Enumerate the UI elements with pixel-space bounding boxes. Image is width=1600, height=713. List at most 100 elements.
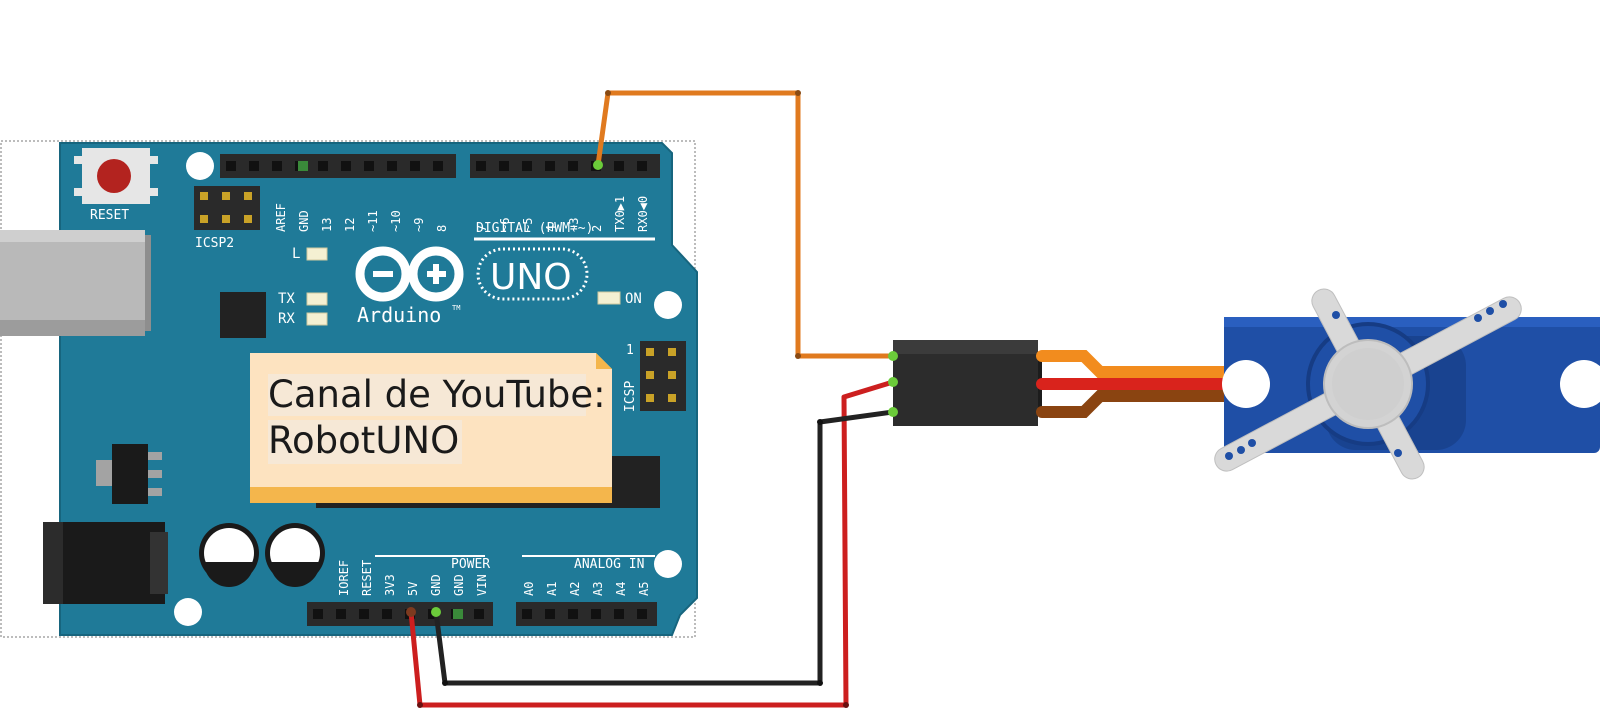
- header-socket: [614, 609, 624, 619]
- header-socket: [499, 161, 509, 171]
- pin-label: A3: [591, 582, 605, 596]
- logo-minus-plus: [373, 264, 446, 284]
- header-socket: [336, 609, 346, 619]
- led-rx: [306, 312, 328, 326]
- header-socket: [474, 609, 484, 619]
- analog-label: ANALOG IN: [574, 557, 644, 572]
- pin-label: ~9: [412, 218, 426, 232]
- capacitor: [199, 523, 259, 587]
- pin-label: 4: [544, 225, 558, 232]
- uno-badge: [476, 247, 589, 301]
- reset-button[interactable]: [74, 148, 158, 204]
- icsp2-label: ICSP2: [195, 236, 234, 251]
- pin-label: IOREF: [337, 560, 351, 596]
- pin-label: GND: [297, 210, 311, 232]
- power-analog-pin-labels: IOREF RESET 3V3 5V GND GND VIN A0 A1 A2 A3 A4 A5: [337, 560, 651, 596]
- header-socket: [568, 161, 578, 171]
- header-socket: [568, 609, 578, 619]
- power-jack: [43, 522, 168, 604]
- pin-label: 7: [475, 225, 489, 232]
- pin-label: GND: [429, 574, 443, 596]
- servo-connector: [888, 340, 1042, 426]
- pin-label: TX0▶1: [613, 196, 627, 232]
- power-label: POWER: [451, 557, 490, 572]
- power-header: [307, 602, 493, 626]
- header-socket: [614, 161, 624, 171]
- usb-connector: [0, 230, 151, 336]
- pin-label: 2: [590, 225, 604, 232]
- wire-endpoints: [406, 90, 849, 708]
- pin-label: A2: [568, 582, 582, 596]
- voltage-regulator: [96, 444, 162, 504]
- pin-label: ~11: [366, 210, 380, 232]
- pin-label: A1: [545, 582, 559, 596]
- header-socket: [364, 161, 374, 171]
- header-socket: [272, 161, 282, 171]
- led-tx: [306, 292, 328, 306]
- pin-label: ~5: [521, 218, 535, 232]
- pin-label: RX0◀0: [636, 196, 650, 232]
- icsp-header: [640, 341, 686, 411]
- trademark-label: TM: [452, 304, 460, 312]
- gnd-pin-highlight: [298, 161, 308, 171]
- pin-label: A0: [522, 582, 536, 596]
- header-socket: [522, 609, 532, 619]
- header-socket: [522, 161, 532, 171]
- pin-label: 5V: [406, 582, 420, 596]
- note-line-1: Canal de YouTube:: [268, 373, 606, 416]
- led-tx-label: TX: [278, 291, 295, 307]
- reset-label: RESET: [90, 208, 129, 223]
- pin-label: 3V3: [383, 574, 397, 596]
- pin-label: GND: [452, 574, 466, 596]
- header-socket: [359, 609, 369, 619]
- header-socket: [382, 609, 392, 619]
- pin-label: ~10: [389, 210, 403, 232]
- digital-label: DIGITAL (PWM=~): [476, 221, 593, 236]
- led-rx-label: RX: [278, 311, 295, 327]
- header-socket: [545, 609, 555, 619]
- pin-label: ~3: [567, 218, 581, 232]
- header-socket: [226, 161, 236, 171]
- pin-label: RESET: [360, 560, 374, 596]
- header-socket: [637, 161, 647, 171]
- mounting-hole: [654, 550, 682, 578]
- pin-label: ~6: [498, 218, 512, 232]
- header-socket: [318, 161, 328, 171]
- analog-header: [516, 602, 657, 626]
- capacitor: [265, 523, 325, 587]
- mounting-hole: [654, 291, 682, 319]
- icsp-label: ICSP: [623, 381, 638, 412]
- servo-horn: [1214, 288, 1522, 480]
- header-socket: [591, 609, 601, 619]
- mounting-hole: [174, 598, 202, 626]
- led-l-label: L: [292, 246, 300, 262]
- uno-label: UNO: [490, 257, 572, 298]
- arduino-wordmark: Arduino: [357, 303, 441, 327]
- pin-label: 8: [435, 225, 449, 232]
- led-l: [306, 247, 328, 261]
- pin-label: 12: [343, 218, 357, 232]
- led-on: [597, 291, 621, 305]
- header-socket: [410, 161, 420, 171]
- on-label: ON: [625, 291, 642, 307]
- usb-controller-chip: [220, 292, 266, 338]
- mounting-hole: [186, 152, 214, 180]
- header-socket: [637, 609, 647, 619]
- header-socket: [313, 609, 323, 619]
- pin-label: 13: [320, 218, 334, 232]
- pin-label: VIN: [475, 574, 489, 596]
- header-socket: [545, 161, 555, 171]
- pin-label: A4: [614, 582, 628, 596]
- icsp2-header: [194, 186, 260, 230]
- header-socket: [476, 161, 486, 171]
- header-socket: [249, 161, 259, 171]
- pin-label: A5: [637, 582, 651, 596]
- arduino-logo: [355, 246, 464, 302]
- header-socket: [387, 161, 397, 171]
- gnd2-pin-highlight: [453, 609, 463, 619]
- header-socket: [341, 161, 351, 171]
- header-socket: [433, 161, 443, 171]
- note-line-2: RobotUNO: [268, 419, 459, 462]
- icsp-pin1-label: 1: [626, 343, 634, 358]
